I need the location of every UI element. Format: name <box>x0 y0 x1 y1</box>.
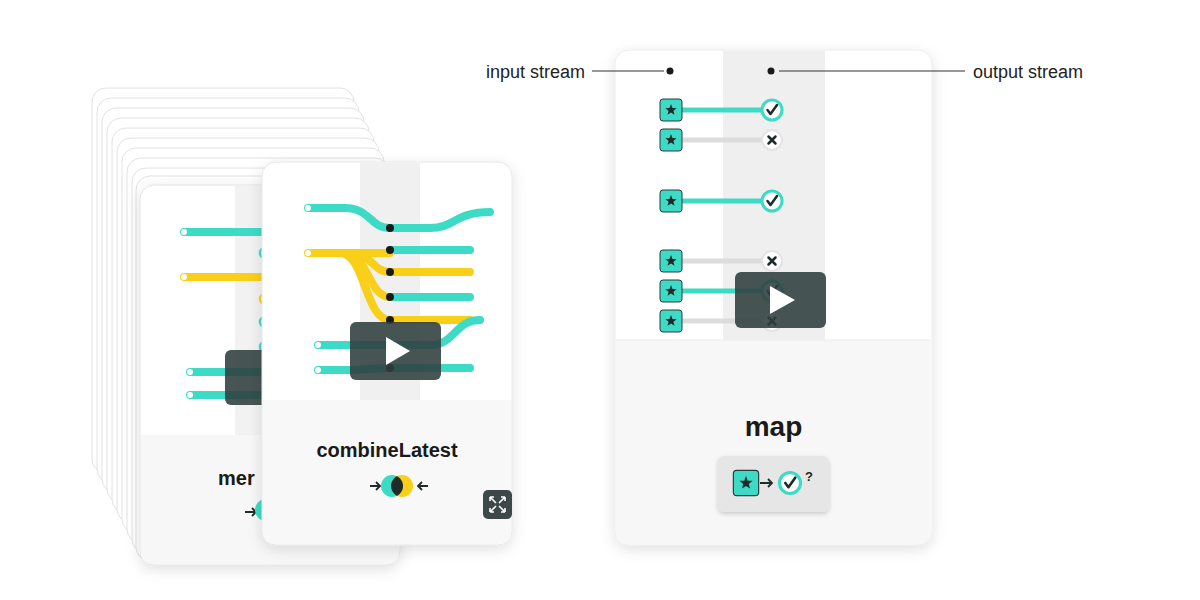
map-card-art <box>615 50 932 545</box>
symbol-label: ? <box>805 469 813 485</box>
card-title: mer <box>218 466 255 490</box>
leader-line <box>592 68 965 75</box>
callout-label: input stream <box>486 61 585 83</box>
operator-card: mer <box>140 185 400 565</box>
callout-label: output stream <box>973 61 1083 83</box>
card-title: combineLatest <box>316 438 457 462</box>
operator-card: map <box>615 50 932 545</box>
card-title: map <box>745 410 803 444</box>
operator-card: combineLatest <box>262 162 512 545</box>
combine-latest-card-art <box>262 162 512 545</box>
